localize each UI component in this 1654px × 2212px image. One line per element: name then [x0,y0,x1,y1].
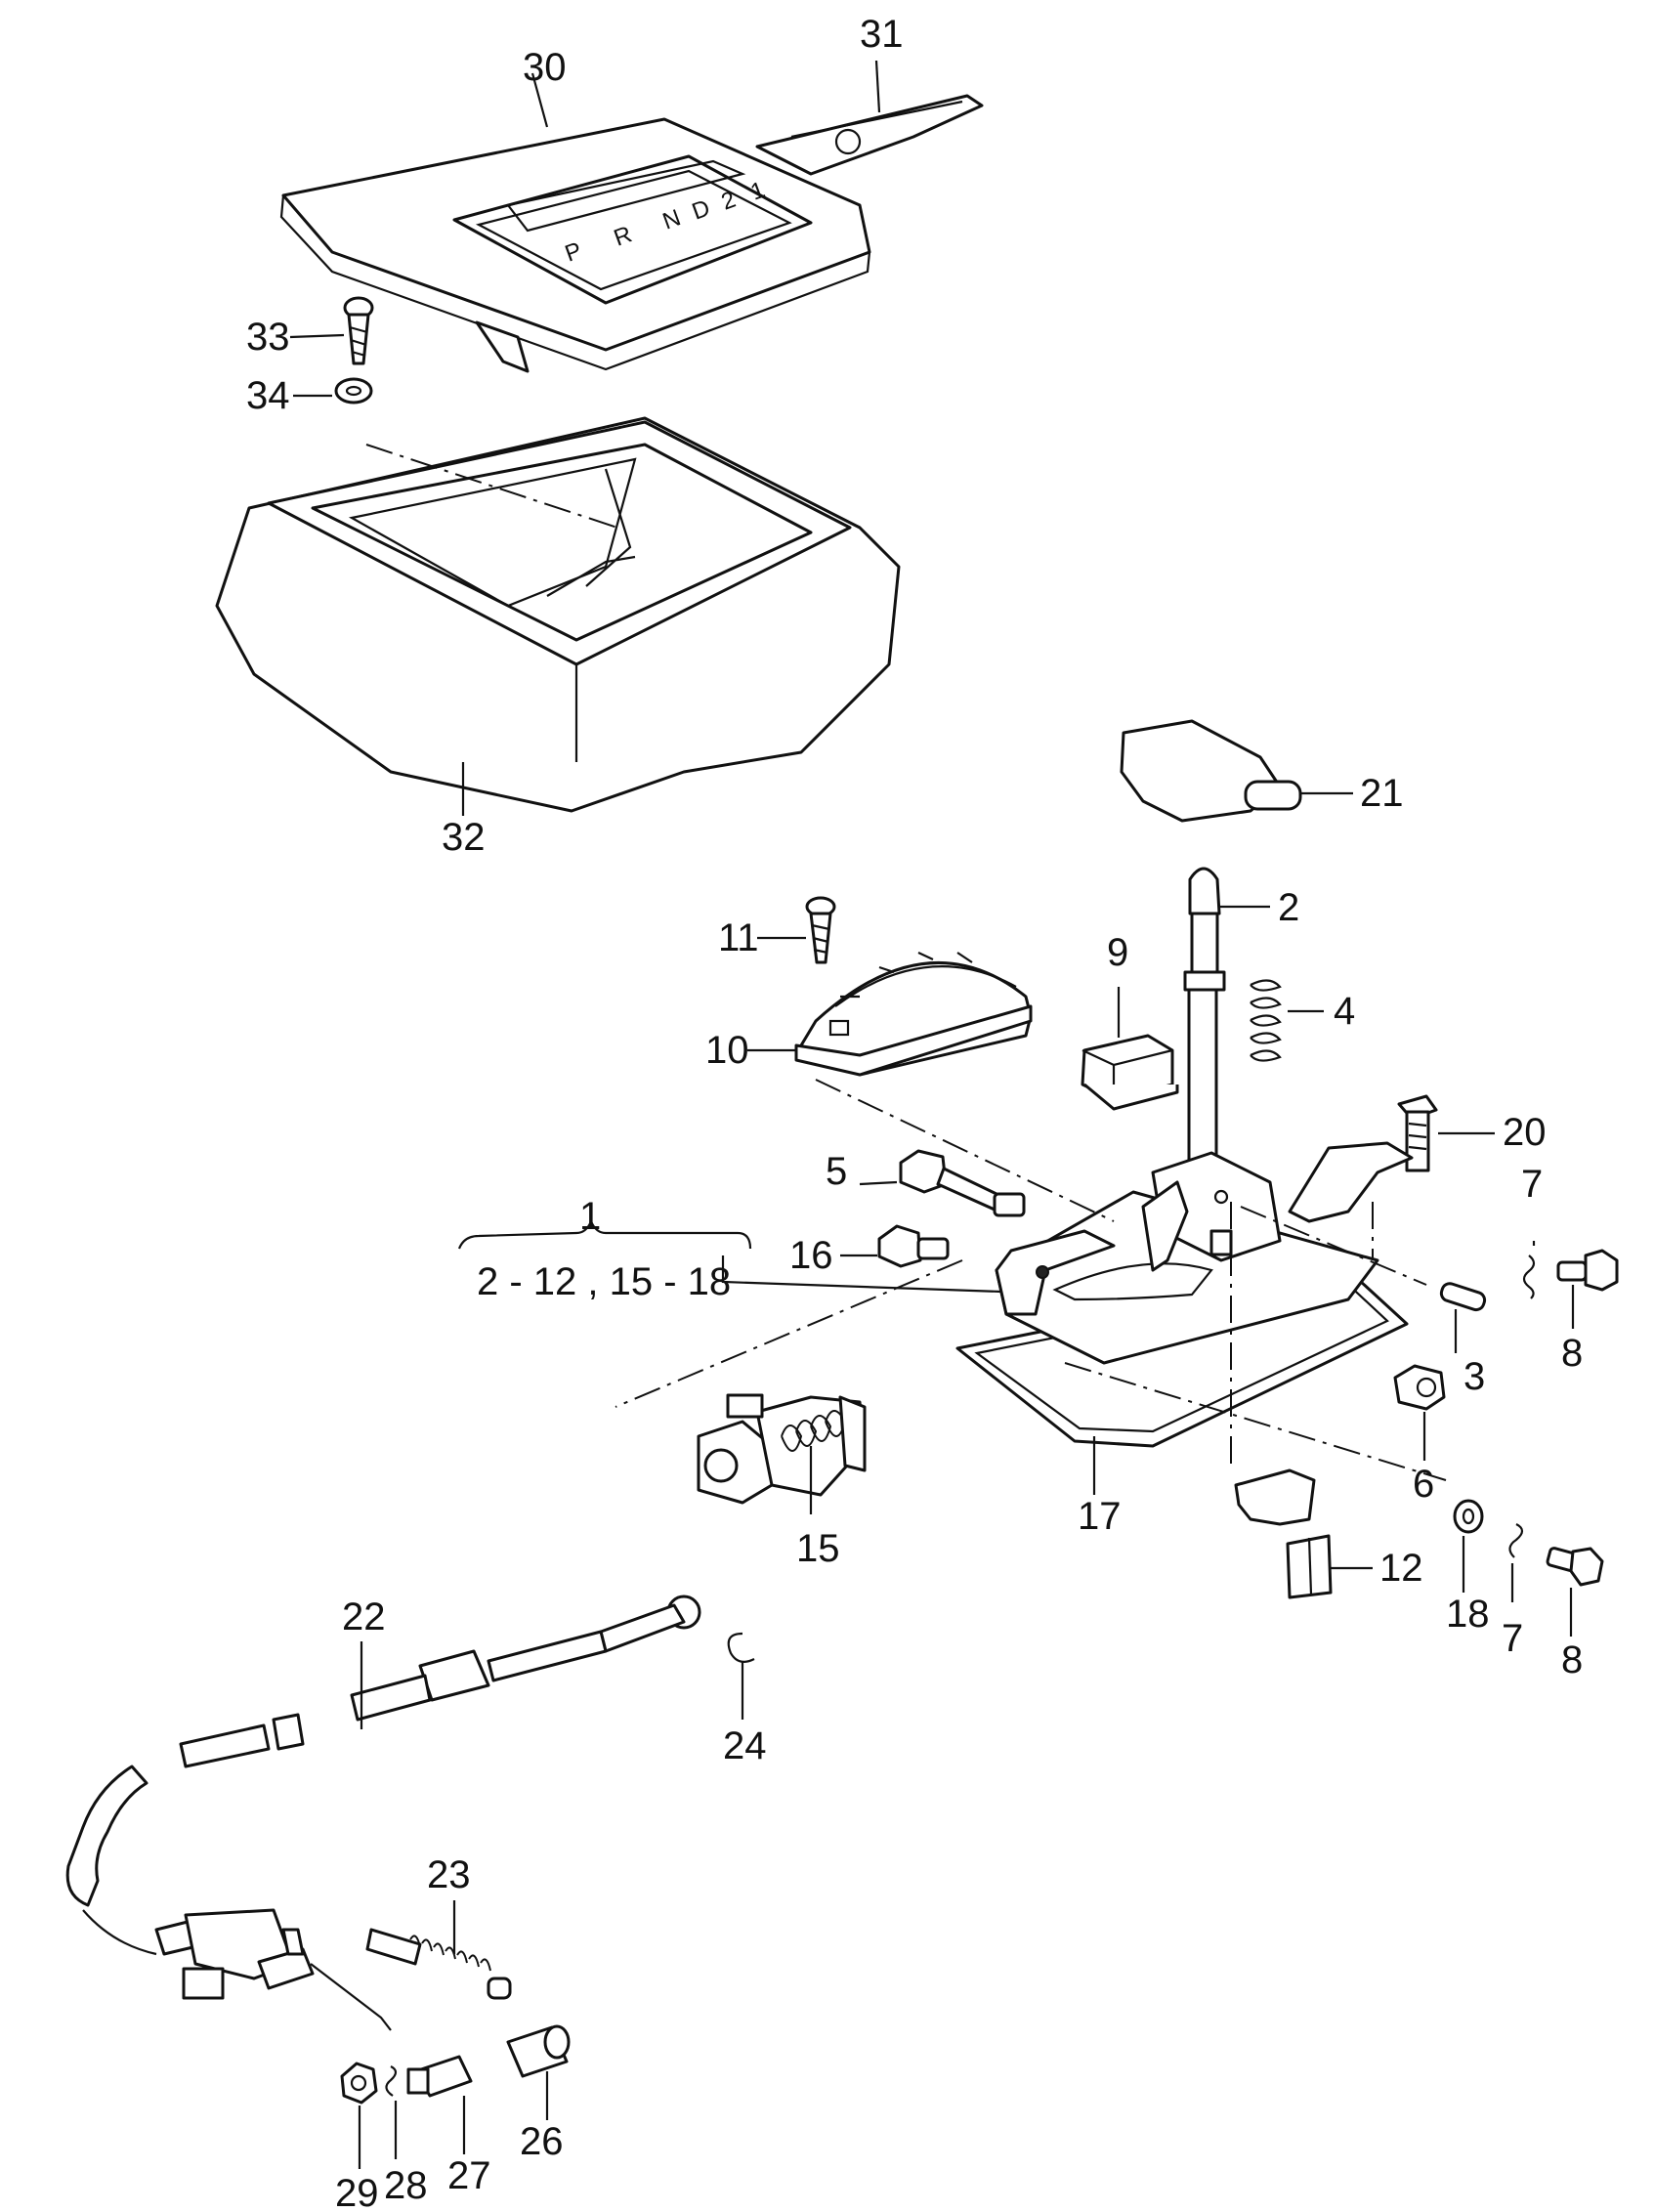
selector-lever-part-2 [1183,867,1226,1168]
selector-cover-part-30: P R N D 2 1 [279,117,871,373]
callout-20: 20 [1503,1111,1547,1154]
callout-27: 27 [447,2154,491,2197]
callout-3: 3 [1463,1355,1485,1398]
circlip-part-24 [727,1632,755,1664]
callout-34: 34 [246,374,290,417]
washer-part-18 [1453,1499,1484,1534]
exploded-view-centre-lines [615,1079,1447,1481]
block-part-9 [1081,1034,1179,1111]
nut-part-6 [1393,1364,1446,1411]
callout-8-lower: 8 [1561,1638,1583,1681]
knob-cover-part-21 [1120,719,1302,823]
bolt-part-20 [1397,1094,1438,1172]
callout-6: 6 [1413,1463,1434,1506]
callout-4: 4 [1334,990,1355,1033]
clip-part-7-lower [1508,1523,1524,1558]
callout-28: 28 [384,2164,428,2207]
callout-32: 32 [442,816,486,859]
clip-part-28 [385,2065,398,2097]
callout-33: 33 [246,316,290,359]
pin-part-3 [1439,1282,1487,1312]
spring-part-4 [1250,979,1282,1062]
callout-5: 5 [826,1150,847,1193]
callout-10: 10 [705,1029,749,1072]
callout-2: 2 [1278,886,1299,929]
callout-17: 17 [1078,1495,1122,1538]
cable-part-22 [65,1595,701,2031]
callout-22: 22 [342,1595,386,1638]
callout-9: 9 [1107,931,1128,974]
callout-7-upper: 7 [1521,1163,1543,1206]
clip-part-7-upper [1522,1255,1536,1299]
callout-26: 26 [520,2120,564,2163]
callout-labels: 31 30 33 34 32 21 2 11 9 4 10 20 5 7 1 1… [246,13,1583,2212]
gate-plate-part-10 [794,952,1033,1077]
sleeve-part-26 [506,2024,571,2078]
callout-21: 21 [1360,772,1404,815]
spring-sleeve-part-23 [365,1928,512,2000]
switch-part-12 [1234,1468,1333,1599]
solenoid-part-15 [697,1393,867,1505]
callout-15: 15 [796,1527,840,1570]
leader-lines [289,60,1575,2169]
callout-8-upper: 8 [1561,1332,1583,1375]
callout-1-range: 2 - 12 , 15 - 18 [477,1260,731,1303]
screw-part-11 [805,896,836,964]
callout-24: 24 [723,1724,767,1767]
bolt-part-16 [877,1224,950,1268]
bolt-part-8-upper [1556,1249,1619,1292]
callout-11: 11 [718,916,759,959]
callout-7-lower: 7 [1502,1617,1523,1660]
callout-16: 16 [789,1234,833,1277]
callout-1: 1 [579,1195,601,1238]
console-housing-part-32 [215,416,901,813]
pin-part-27 [406,2055,473,2098]
callout-30: 30 [523,46,567,89]
pin-part-5 [899,1149,1026,1217]
washer-part-34 [334,377,373,404]
callout-31: 31 [860,13,904,56]
bolt-part-8-lower [1546,1547,1604,1587]
nut-part-29 [340,2062,378,2105]
callout-12: 12 [1379,1547,1423,1590]
callout-23: 23 [427,1853,471,1896]
screw-part-33 [343,296,374,365]
indicator-strip-part-31 [755,94,984,176]
callout-29: 29 [335,2172,379,2212]
callout-18: 18 [1446,1593,1490,1636]
selector-mechanism-housing [995,1141,1414,1365]
